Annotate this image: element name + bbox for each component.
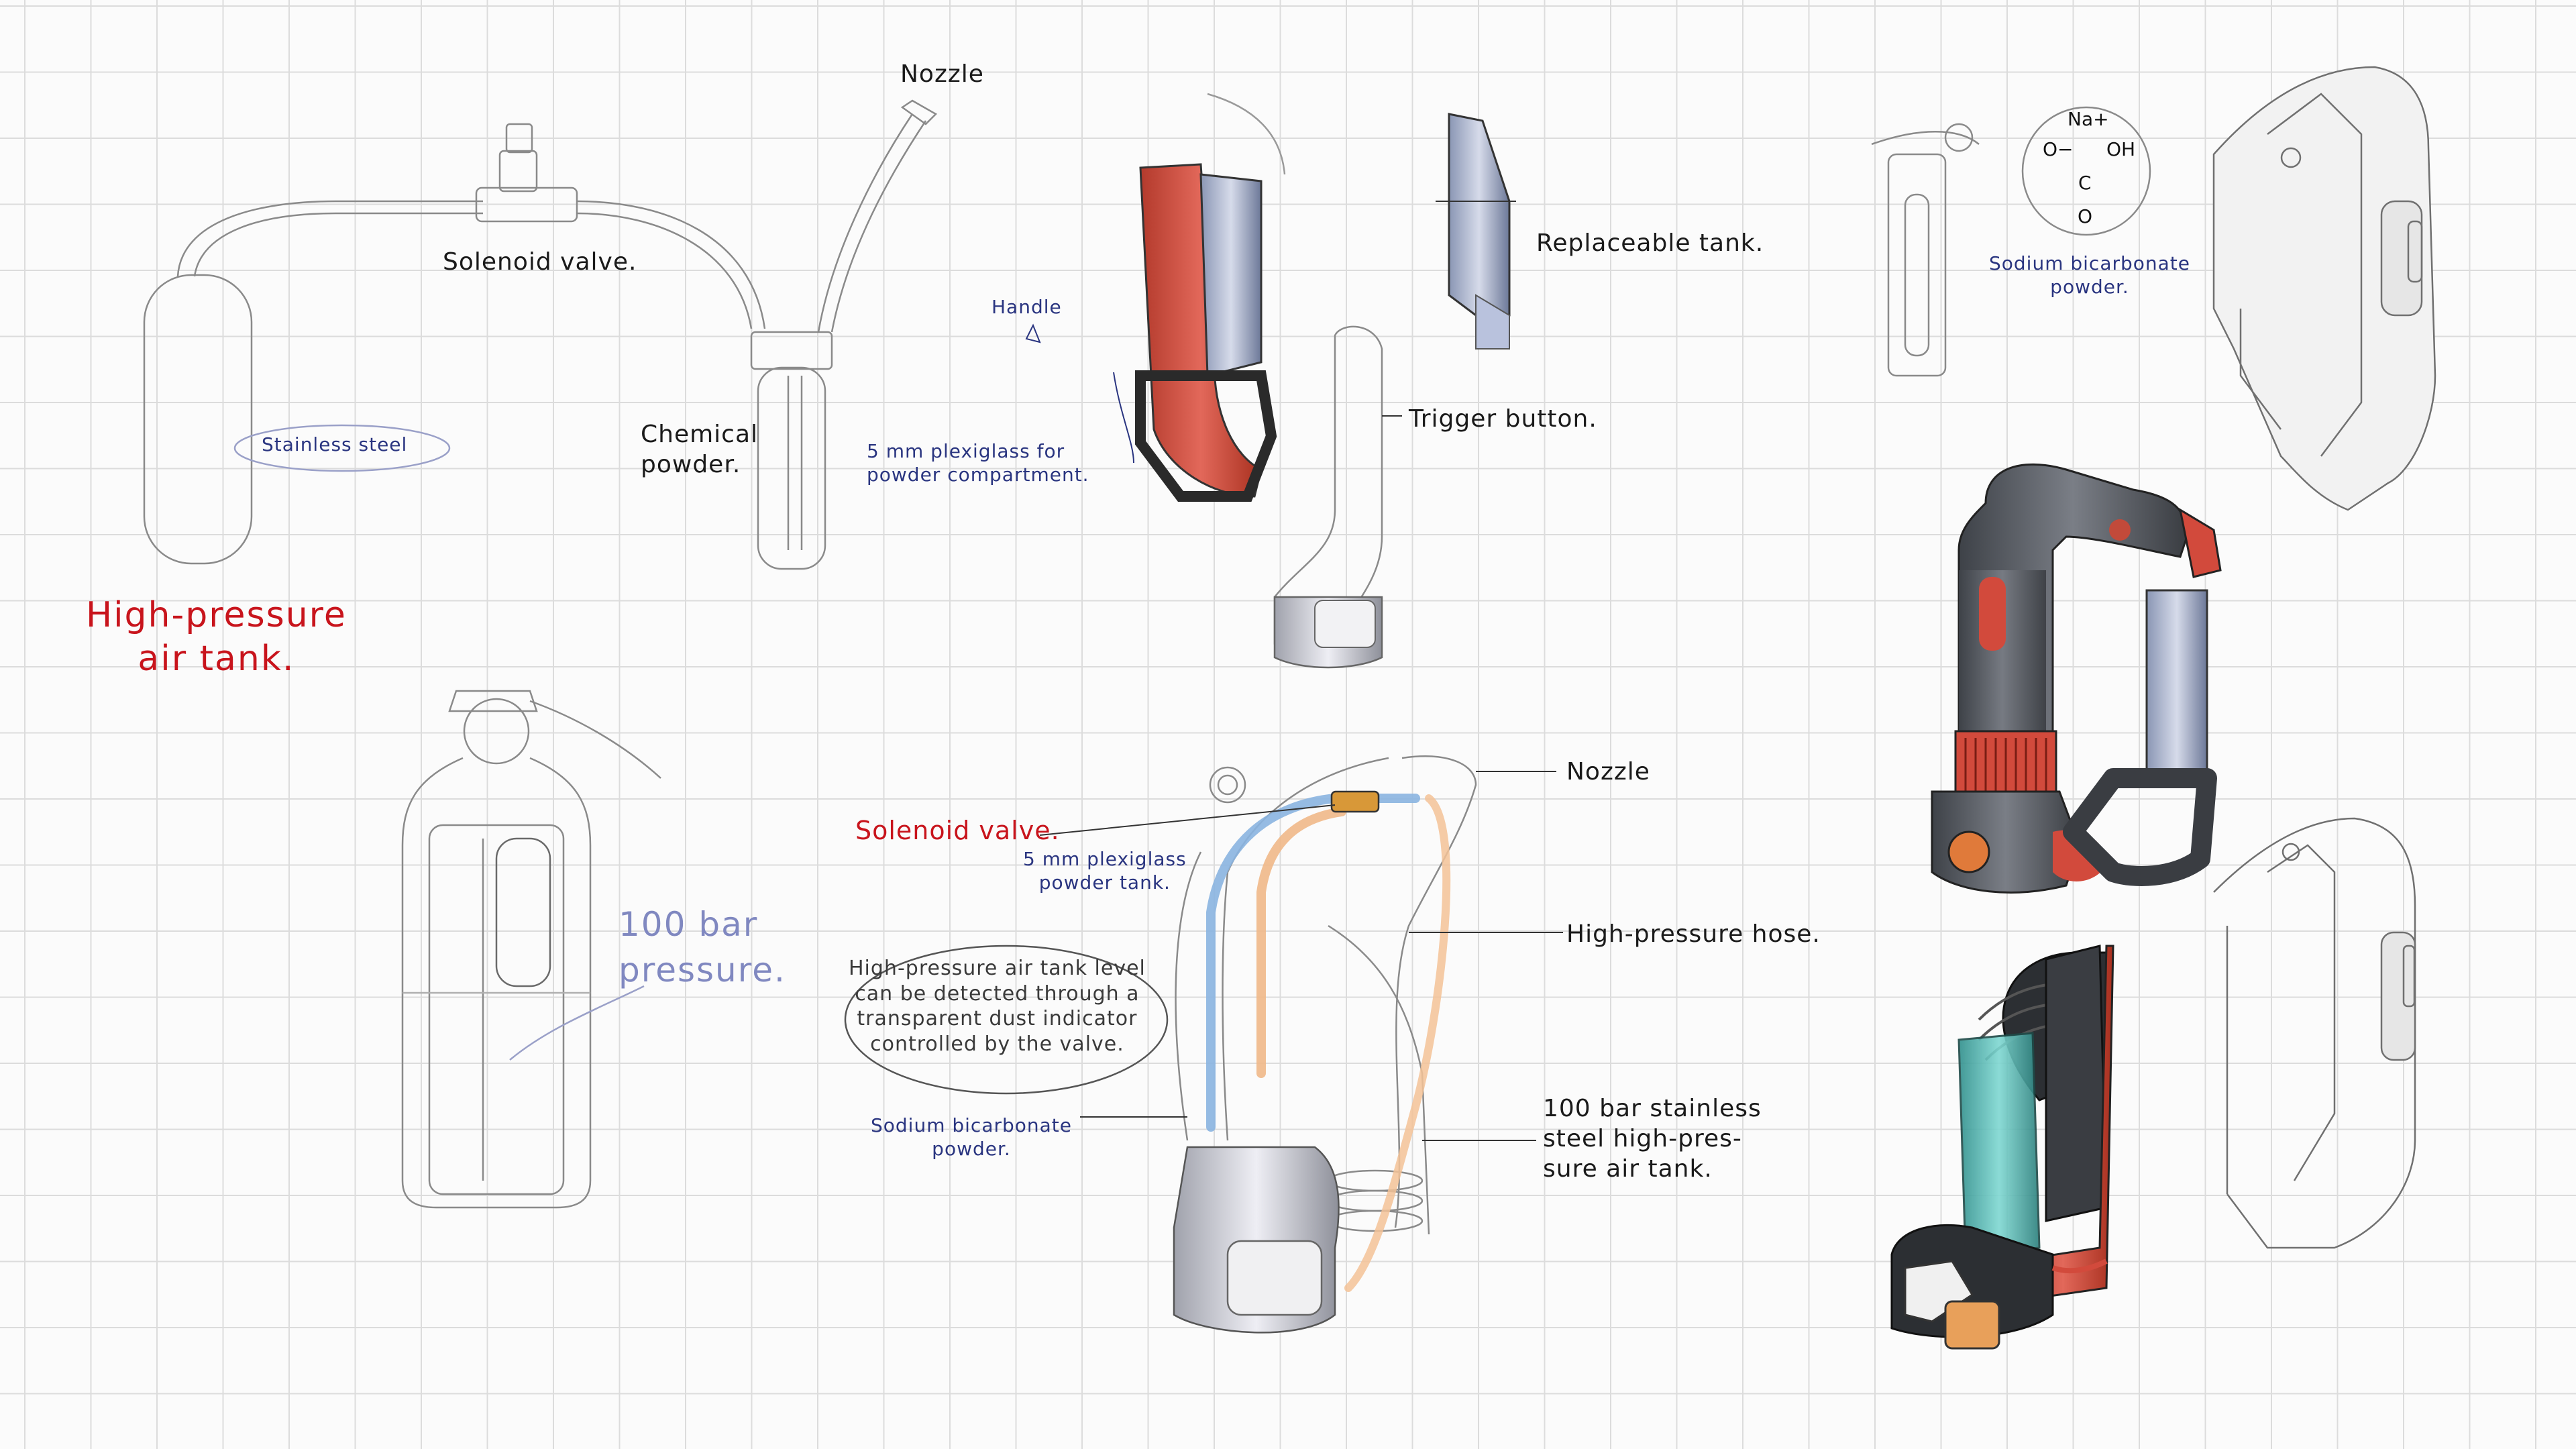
powder-cartridge-sketch bbox=[1871, 106, 2151, 377]
dust-indicator-ellipse bbox=[844, 945, 1169, 1095]
handheld-color-sketch bbox=[1135, 93, 1383, 669]
hose-orange bbox=[1256, 807, 1346, 1078]
label-stainless-steel: Stainless steel bbox=[262, 433, 408, 455]
label-100-bar-pressure: 100 bar pressure. bbox=[619, 905, 786, 989]
hose-orange-right bbox=[1344, 794, 1451, 1292]
label-handle: Handle bbox=[991, 296, 1062, 318]
molecule-carbon: C bbox=[2078, 172, 2092, 194]
molecule-cation: Na+ bbox=[2068, 108, 2109, 130]
replaceable-tank-sketch bbox=[1448, 113, 1511, 350]
pipe-system-sketch bbox=[143, 99, 938, 570]
label-plexiglass-tank: 5 mm plexiglass powder tank. bbox=[1023, 848, 1187, 894]
label-trigger-button: Trigger button. bbox=[1409, 405, 1597, 433]
label-nozzle-mid: Nozzle bbox=[1566, 758, 1650, 786]
molecule-oxygen-minus: O− bbox=[2043, 138, 2074, 160]
rendered-device-teal bbox=[1890, 945, 2114, 1350]
label-sodium-bicarbonate-top: Sodium bicarbonate powder. bbox=[1989, 252, 2191, 298]
label-dust-indicator-note: High-pressure air tank level can be dete… bbox=[849, 957, 1146, 1056]
molecule-hydroxyl: OH bbox=[2106, 138, 2136, 160]
label-steel-tank-100-bar: 100 bar stainless steel high-pres- sure … bbox=[1543, 1095, 1762, 1183]
label-solenoid-valve-mid: Solenoid valve. bbox=[855, 816, 1060, 845]
label-nozzle-top: Nozzle bbox=[900, 60, 984, 88]
rendered-device-gray bbox=[1931, 463, 2222, 894]
label-chemical-powder: Chemical powder. bbox=[641, 421, 759, 478]
label-plexiglass-compartment: 5 mm plexiglass for powder compartment. bbox=[867, 440, 1089, 486]
molecule-oxygen-double: O bbox=[2078, 205, 2093, 227]
extinguisher-sketch bbox=[401, 690, 661, 1209]
side-view-sketch-top bbox=[2212, 66, 2436, 511]
label-high-pressure-air-tank: High-pressure air tank. bbox=[86, 595, 347, 679]
label-sodium-bicarbonate-mid: Sodium bicarbonate powder. bbox=[871, 1114, 1073, 1160]
label-solenoid-valve-top: Solenoid valve. bbox=[443, 248, 637, 276]
label-replaceable-tank: Replaceable tank. bbox=[1536, 229, 1764, 257]
hose-blue bbox=[1206, 794, 1420, 1132]
side-view-sketch-bottom bbox=[2213, 817, 2416, 1249]
solenoid-valve-brass bbox=[1330, 790, 1380, 813]
internal-layout-sketch bbox=[1173, 755, 1477, 1334]
annotation-leaders bbox=[1025, 201, 1563, 1141]
label-high-pressure-hose: High-pressure hose. bbox=[1566, 920, 1821, 948]
